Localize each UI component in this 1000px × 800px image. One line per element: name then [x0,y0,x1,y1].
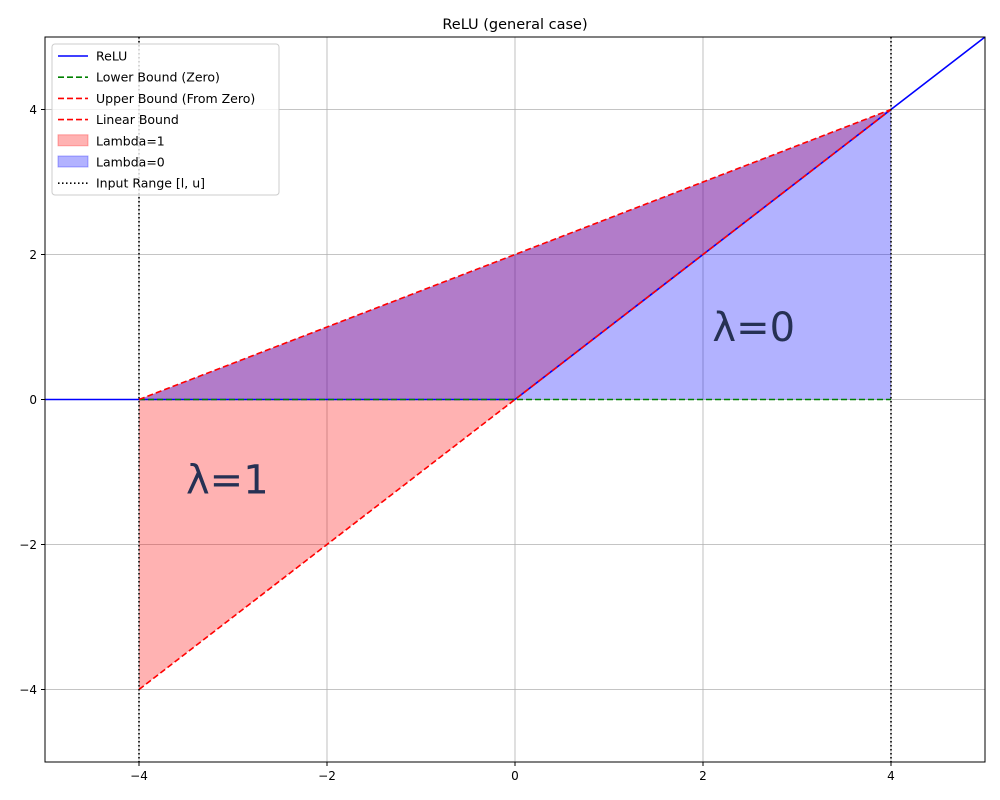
legend-label: Lambda=1 [96,133,165,148]
grid [45,37,985,762]
legend-swatch [57,134,89,147]
series-upper-bound-from-zero [138,108,892,401]
legend: ReLU Lower Bound (Zero) Upper Bound (From … [51,43,280,196]
legend-label: Upper Bound (From Zero) [96,91,255,106]
legend-label: Input Range [l, u] [96,176,205,191]
annotation-label: λ=1 [186,457,269,503]
x-tick-label: −4 [130,769,148,783]
y-tick-label: 0 [29,393,37,407]
legend-label: ReLU [96,49,127,64]
annotations: λ=1 λ=0 [186,305,795,503]
y-tick-label: 2 [29,248,37,262]
series-linear-bound [138,108,892,691]
legend-box [51,43,280,196]
legend-swatch [57,155,89,168]
axis-ticks: −4 −2 0 2 4 −4 −2 0 2 4 [19,103,895,783]
series-relu [45,36,986,401]
x-tick-label: −2 [318,769,336,783]
legend-label: Lambda=0 [96,155,165,170]
y-tick-label: 4 [29,103,37,117]
x-tick-label: 2 [699,769,707,783]
series-lines [45,36,986,691]
x-tick-label: 4 [887,769,895,783]
y-tick-label: −2 [19,538,37,552]
chart-title: ReLU (general case) [442,17,587,33]
y-tick-label: −4 [19,683,37,697]
legend-label: Linear Bound [96,112,179,127]
legend-label: Lower Bound (Zero) [96,70,220,85]
annotation-label: λ=0 [712,305,795,351]
x-tick-label: 0 [511,769,519,783]
